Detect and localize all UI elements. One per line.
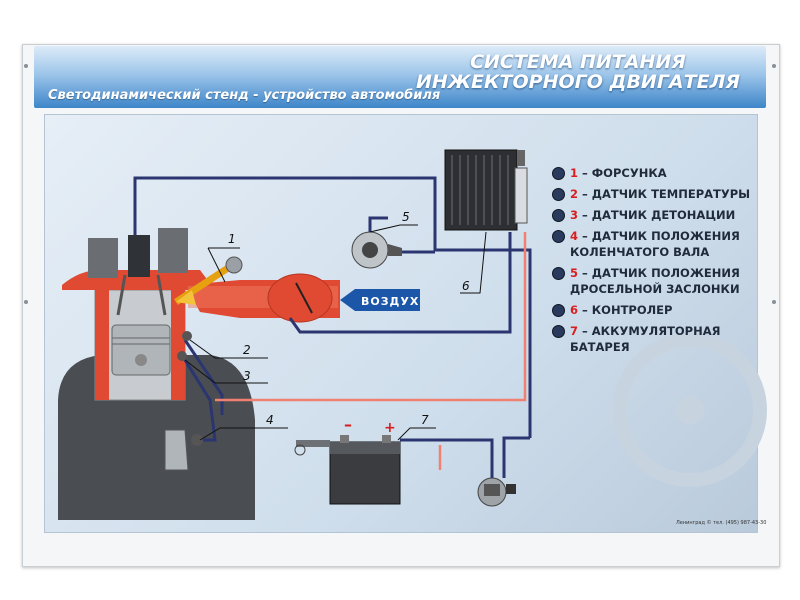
cooling-jacket-right: [171, 290, 185, 400]
mounting-pin: [24, 64, 28, 68]
throttle-sensor-plug: [388, 244, 402, 256]
injector-connector: [225, 256, 243, 274]
ground-clamp-ring: [294, 444, 306, 456]
poster-subtitle: Светодинамический стенд - устройство авт…: [48, 88, 441, 103]
legend-text: ДАТЧИК ТЕМПЕРАТУРЫ: [591, 187, 751, 201]
callout-7: 7: [421, 413, 429, 427]
ignition-switch-lock: [484, 484, 500, 496]
camshaft-housing-right: [158, 228, 188, 273]
callout-4: 4: [266, 413, 274, 427]
legend-item: 7 – АККУМУЛЯТОРНАЯ БАТАРЕЯ: [552, 323, 762, 355]
legend-number: 2: [570, 187, 579, 201]
callout-6: 6: [462, 279, 470, 293]
wheel-decor: [613, 333, 767, 487]
battery-plus-sign: +: [384, 420, 396, 436]
throttle-body: [267, 273, 333, 323]
legend-number: 7: [570, 324, 579, 338]
air-label: ВОЗДУХ: [361, 295, 419, 308]
red-wiring: [215, 232, 527, 470]
knock-sensor: [177, 351, 187, 361]
legend-number: 6: [570, 303, 579, 317]
injector-spray: [176, 290, 196, 305]
battery-minus-sign: –: [344, 415, 352, 434]
legend-number: 1: [570, 166, 579, 180]
legend-text: КОНТРОЛЕР: [591, 303, 673, 317]
legend-text: ДАТЧИК ПОЛОЖЕНИЯ КОЛЕНЧАТОГО ВАЛА: [570, 229, 740, 259]
legend-bullet-icon: [552, 267, 565, 280]
cooling-jacket-left: [95, 290, 109, 400]
legend-text: АККУМУЛЯТОРНАЯ БАТАРЕЯ: [570, 324, 721, 354]
mounting-pin: [24, 300, 28, 304]
poster-header: [34, 46, 766, 108]
battery-top: [330, 442, 400, 454]
mounting-pin: [772, 300, 776, 304]
legend-bullet-icon: [552, 209, 565, 222]
spark-plug: [128, 235, 150, 277]
ignition-key: [506, 484, 516, 494]
legend-item: 1 – ФОРСУНКА: [552, 165, 762, 181]
legend-item: 5 – ДАТЧИК ПОЛОЖЕНИЯ ДРОСЕЛЬНОЙ ЗАСЛОНКИ: [552, 265, 762, 297]
temperature-sensor: [182, 331, 192, 341]
dark-wiring: [133, 176, 532, 478]
battery-terminal-minus: [340, 435, 349, 443]
legend-bullet-icon: [552, 167, 565, 180]
piston-pin: [135, 354, 147, 366]
throttle-sensor-core: [362, 242, 378, 258]
callout-1: 1: [228, 232, 236, 246]
crank-gear: [164, 429, 189, 471]
callout-3: 3: [243, 369, 251, 383]
legend-text: ДАТЧИК ДЕТОНАЦИИ: [591, 208, 736, 222]
camshaft-housing-left: [88, 238, 118, 278]
callout-5: 5: [402, 210, 410, 224]
piston: [111, 324, 171, 376]
legend-bullet-icon: [552, 304, 565, 317]
legend-text: ФОРСУНКА: [591, 166, 667, 180]
legend-number: 5: [570, 266, 579, 280]
battery-terminal-plus: [382, 435, 391, 443]
controller-fins: [451, 155, 509, 225]
wheel-hub-decor: [676, 396, 704, 424]
legend-item: 3 – ДАТЧИК ДЕТОНАЦИИ: [552, 207, 762, 223]
legend-bullet-icon: [552, 230, 565, 243]
callout-leaders: [184, 224, 487, 441]
callout-2: 2: [243, 343, 251, 357]
controller-connector: [514, 167, 528, 224]
mounting-pin: [772, 64, 776, 68]
legend-text: ДАТЧИК ПОЛОЖЕНИЯ ДРОСЕЛЬНОЙ ЗАСЛОНКИ: [570, 266, 740, 296]
valve: [116, 274, 127, 316]
title-line-2: ИНЖЕКТОРНОГО ДВИГАТЕЛЯ: [415, 71, 740, 93]
publisher-footer: Ленинград © тел. (495) 987-43-30: [676, 520, 767, 526]
legend-item: 2 – ДАТЧИК ТЕМПЕРАТУРЫ: [552, 186, 762, 202]
valve: [156, 274, 167, 316]
controller-pin: [517, 150, 525, 166]
ground-clamp: [296, 440, 330, 447]
legend-number: 3: [570, 208, 579, 222]
legend-number: 4: [570, 229, 579, 243]
poster-title: СИСТЕМА ПИТАНИЯ ИНЖЕКТОРНОГО ДВИГАТЕЛЯ: [416, 52, 740, 92]
legend-item: 4 – ДАТЧИК ПОЛОЖЕНИЯ КОЛЕНЧАТОГО ВАЛА: [552, 228, 762, 260]
legend: 1 – ФОРСУНКА 2 – ДАТЧИК ТЕМПЕРАТУРЫ 3 – …: [552, 165, 762, 360]
throttle-valve: [295, 282, 313, 314]
controller: [444, 149, 518, 231]
legend-bullet-icon: [552, 188, 565, 201]
legend-bullet-icon: [552, 325, 565, 338]
air-arrow: [340, 289, 420, 311]
crankshaft-sensor: [191, 434, 203, 446]
title-line-1: СИСТЕМА ПИТАНИЯ: [470, 51, 686, 73]
legend-item: 6 – КОНТРОЛЕР: [552, 302, 762, 318]
